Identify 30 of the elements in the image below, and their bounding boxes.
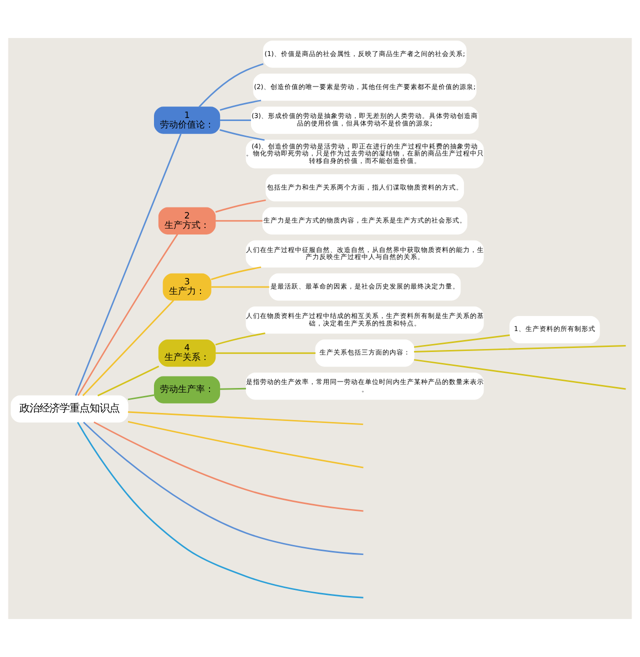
connector [215,199,266,213]
node-box: 1 劳动价值论： [154,106,220,134]
connector [211,286,270,288]
connector [77,422,364,598]
connector [220,388,246,390]
node-box: 劳动生产率： [154,376,220,404]
connector [216,352,316,354]
connector [414,359,626,390]
connector [97,366,160,396]
connector [198,63,264,108]
node-box: 政治经济学重点知识点 [10,395,128,423]
connector [215,332,266,346]
node-box: 4 生产关系： [158,340,216,367]
connector [220,129,265,141]
connector [210,266,262,280]
connector [414,345,626,352]
connector [216,220,263,222]
connector [83,422,364,556]
node-box: 3 生产力： [162,273,212,301]
connector [220,120,252,121]
connector [128,420,364,468]
connector [220,100,262,111]
node-box: 2 生产方式： [158,207,216,234]
connector [414,334,510,348]
connector [94,422,364,512]
connector [78,234,178,396]
connector [82,300,174,396]
connector [128,394,154,400]
connector [74,134,182,396]
connector [128,411,364,426]
